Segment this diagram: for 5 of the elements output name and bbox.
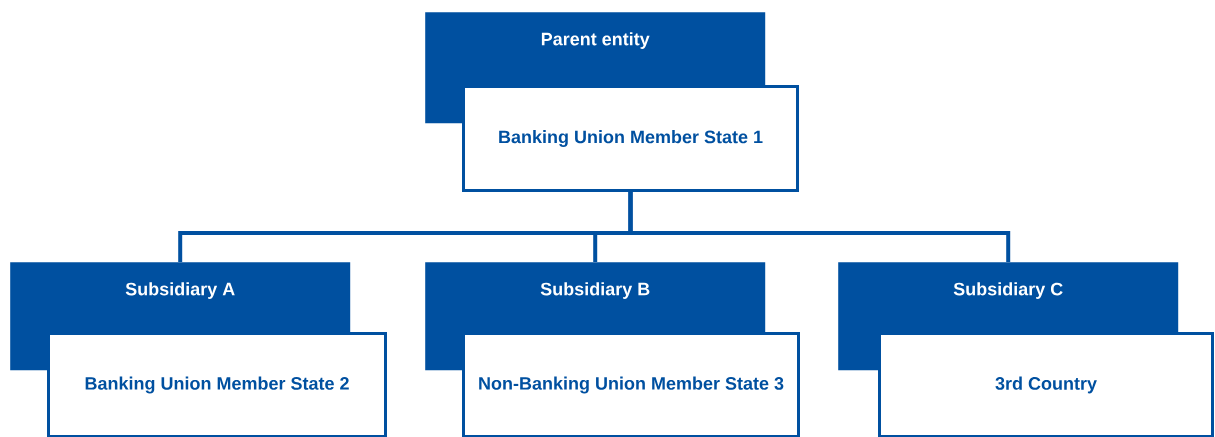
connector-line [628,192,1011,262]
entity-box: Non-Banking Union Member State 3 [462,332,800,437]
entity-box: Banking Union Member State 1 [462,85,799,192]
entity-box: Banking Union Member State 2 [47,332,387,437]
entity-box: 3rd Country [878,332,1214,437]
